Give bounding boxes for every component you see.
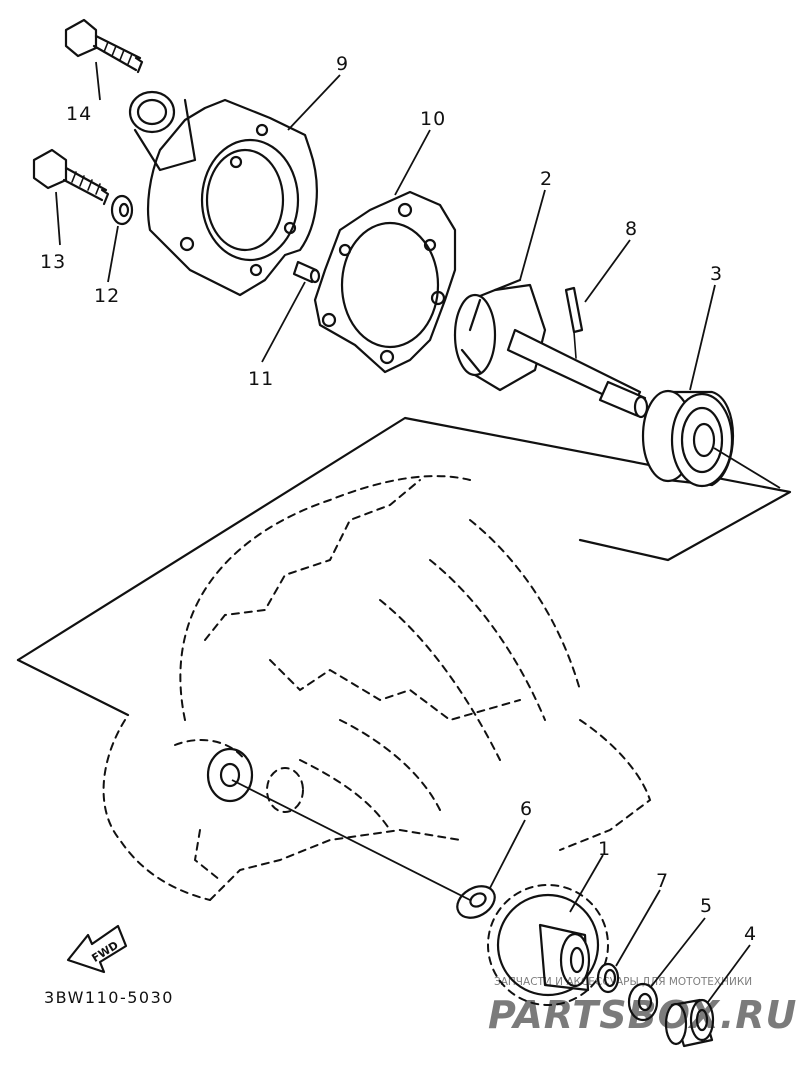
pin-8 — [564, 286, 584, 359]
callout-6: 6 — [520, 798, 533, 820]
pump-housing-9 — [128, 90, 318, 297]
diagram-code: 3BW110-5030 — [44, 988, 174, 1007]
axis-line — [231, 779, 471, 901]
circlip-7 — [596, 962, 620, 994]
callout-10: 10 — [420, 108, 446, 130]
callout-8: 8 — [625, 218, 638, 240]
dowel-pin-11 — [292, 260, 321, 284]
fwd-arrow-icon: FWD — [66, 924, 128, 974]
leader-lines — [55, 61, 751, 1003]
callout-labels: 1 2 3 4 5 6 7 8 9 10 11 12 13 14 — [40, 53, 757, 945]
watermark-tagline: ЗАПЧАСТИ И АКСЕССУАРЫ ДЛЯ МОТОТЕХНИКИ — [494, 976, 752, 988]
callout-5: 5 — [700, 895, 713, 917]
bolt-13 — [32, 148, 110, 206]
washer-12 — [110, 194, 134, 226]
gear-1 — [487, 884, 609, 1006]
bolt-14 — [64, 18, 144, 74]
watermark: ЗАПЧАСТИ И АКСЕССУАРЫ ДЛЯ МОТОТЕХНИКИ PA… — [488, 976, 797, 1037]
crankcase-cover-outline — [16, 416, 792, 901]
callout-4: 4 — [744, 923, 757, 945]
callout-13: 13 — [40, 251, 66, 273]
callout-3: 3 — [710, 263, 723, 285]
callout-9: 9 — [336, 53, 349, 75]
callout-2: 2 — [540, 168, 553, 190]
gasket-10 — [313, 190, 457, 374]
callout-7: 7 — [656, 870, 669, 892]
callout-1: 1 — [598, 838, 611, 860]
washer-5 — [627, 982, 659, 1022]
callout-12: 12 — [94, 285, 120, 307]
callout-11: 11 — [248, 368, 274, 390]
bearing-3 — [641, 389, 781, 489]
watermark-logo: PARTSBOX.RU — [488, 993, 797, 1037]
impeller-shaft-2 — [453, 278, 649, 419]
washer-6 — [456, 885, 496, 919]
collar-4 — [664, 998, 715, 1048]
callout-14: 14 — [66, 103, 92, 125]
